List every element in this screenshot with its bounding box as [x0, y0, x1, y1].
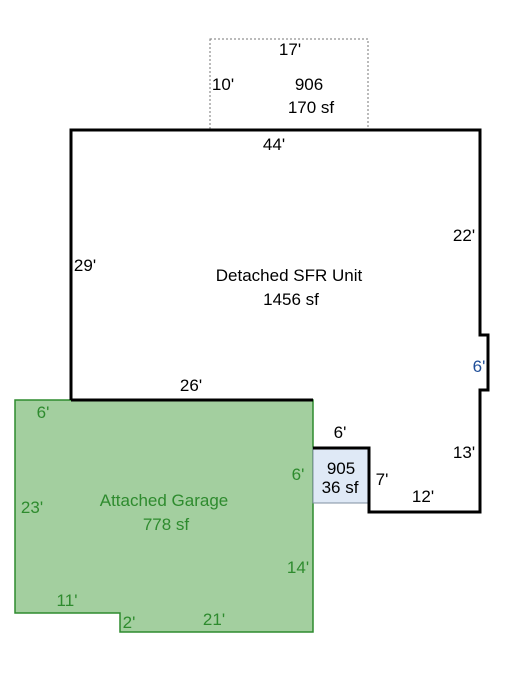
sfr-name-label: Detached SFR Unit: [216, 266, 363, 285]
garage-bottom-right-dimension: 21': [203, 610, 225, 629]
sfr-left-dimension: 29': [74, 256, 96, 275]
garage-top-dimension: 6': [37, 403, 50, 422]
unit-905-area: [312, 447, 370, 504]
garage-area-label: 778 sf: [143, 515, 190, 534]
garage-right-upper-dimension: 6': [292, 465, 305, 484]
sfr-notch-dimension: 6': [473, 357, 486, 376]
sfr-top-dimension: 44': [263, 135, 285, 154]
unit-905-code: 905: [327, 459, 355, 478]
garage-left-dimension: 23': [21, 498, 43, 517]
sfr-bottom-right-dimension: 12': [412, 487, 434, 506]
unit-906-area-label: 170 sf: [288, 98, 335, 117]
garage-name-label: Attached Garage: [100, 491, 229, 510]
detached-sfr-outline: [69, 128, 490, 514]
u906-left-dimension: 10': [212, 75, 234, 94]
garage-right-lower-dimension: 14': [287, 558, 309, 577]
u906-top-dimension: 17': [279, 40, 301, 59]
unit-906-code: 906: [295, 75, 323, 94]
sfr-right-upper-dimension: 22': [453, 226, 475, 245]
sfr-bottom-left-dimension: 26': [180, 376, 202, 395]
garage-bottom-left-dimension: 11': [57, 591, 78, 610]
sfr-area-label: 1456 sf: [263, 290, 319, 309]
sfr-right-lower-dimension: 13': [453, 443, 475, 462]
unit-905-area-label: 36 sf: [322, 478, 359, 497]
sfr-step-side-dimension: 7': [376, 470, 389, 489]
garage-step-dimension: 2': [123, 613, 136, 632]
sfr-step-top-dimension: 6': [334, 423, 347, 442]
